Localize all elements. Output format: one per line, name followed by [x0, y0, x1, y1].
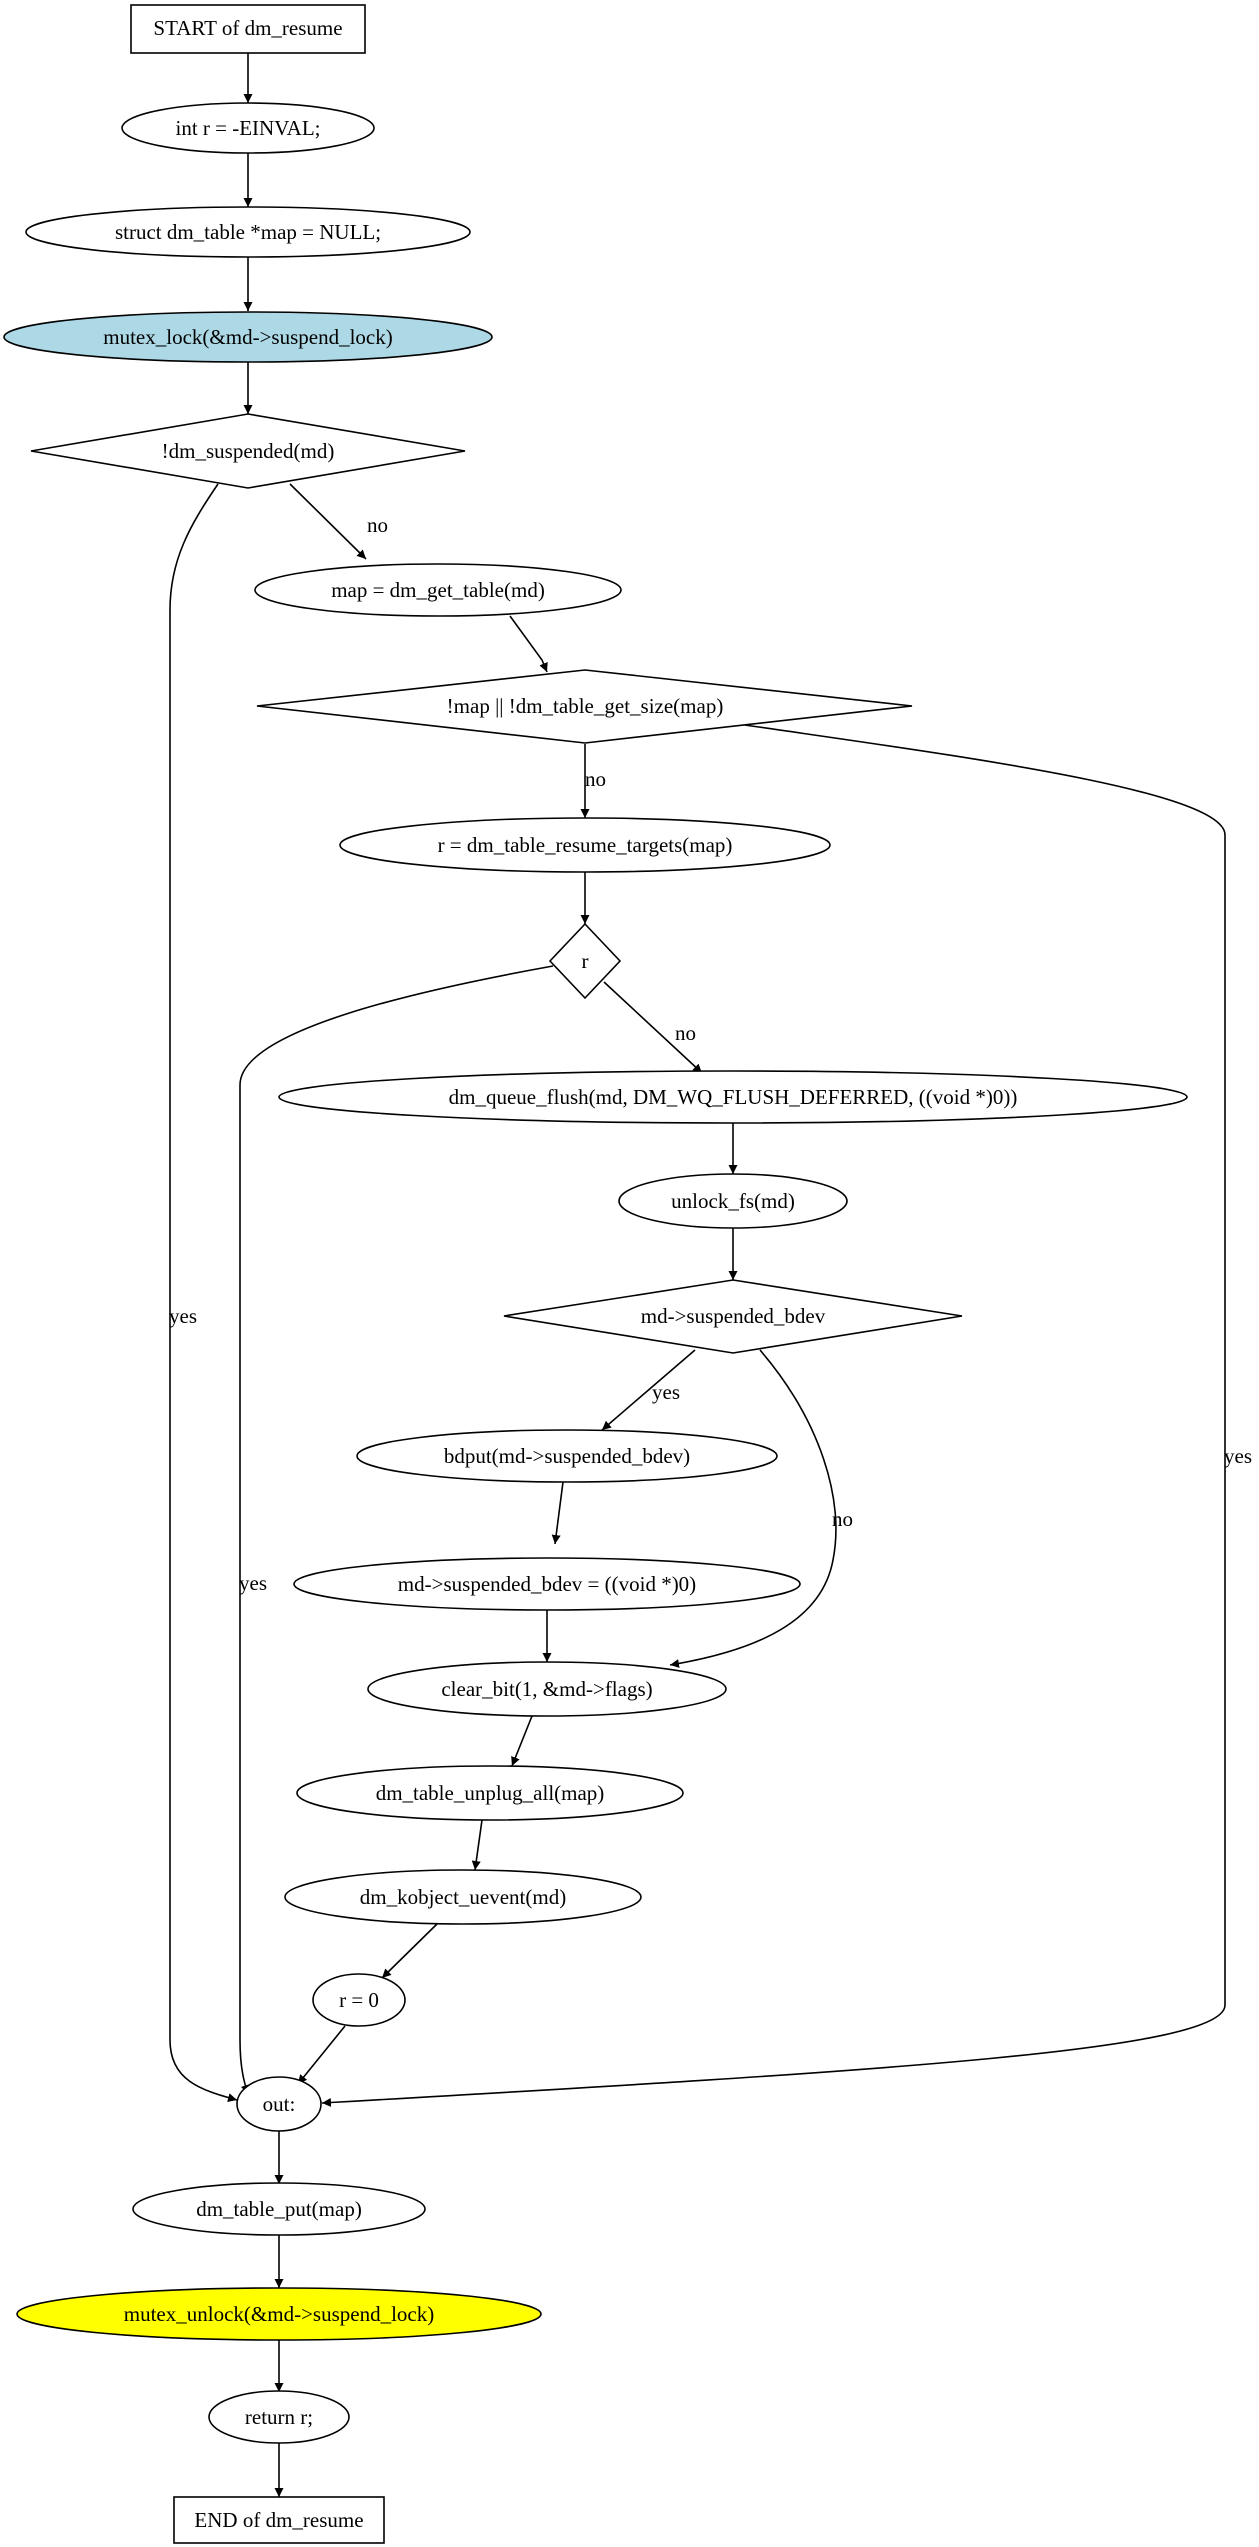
init-map-node: struct dm_table *map = NULL;: [25, 206, 471, 258]
end-label: END of dm_resume: [194, 2508, 363, 2532]
out-label: out:: [263, 2092, 296, 2116]
edge-bdev-yes: [601, 1349, 696, 1431]
return-node: return r;: [208, 2390, 350, 2444]
cond-r-label: r: [582, 949, 589, 973]
edge-suspended-no: [289, 483, 367, 560]
edge-suspended-yes: [169, 483, 238, 2102]
nodes: START of dm_resume int r = -EINVAL; stru…: [3, 4, 1188, 2544]
edge-label-suspended-yes: yes: [169, 1304, 197, 1328]
edge-labels: no yes no yes no yes yes no: [169, 513, 1252, 1595]
unlock-fs-label: unlock_fs(md): [671, 1189, 795, 1213]
unplug-label: dm_table_unplug_all(map): [376, 1781, 605, 1805]
edge-label-r-yes: yes: [239, 1571, 267, 1595]
edge-label-map-yes: yes: [1224, 1444, 1252, 1468]
cond-r-node: r: [548, 922, 622, 1000]
bdev-null-label: md->suspended_bdev = ((void *)0): [398, 1572, 696, 1596]
get-table-node: map = dm_get_table(md): [254, 563, 622, 617]
uevent-label: dm_kobject_uevent(md): [360, 1885, 566, 1909]
resume-targets-label: r = dm_table_resume_targets(map): [438, 833, 733, 857]
edge-label-suspended-no: no: [367, 513, 388, 537]
edges: [169, 53, 1226, 2497]
cond-bdev-label: md->suspended_bdev: [641, 1304, 826, 1328]
queue-flush-label: dm_queue_flush(md, DM_WQ_FLUSH_DEFERRED,…: [449, 1085, 1018, 1109]
mutex-unlock-shape: [16, 2287, 542, 2341]
edge-clear-bit-to-unplug: [511, 1715, 533, 1767]
init-r-label: int r = -EINVAL;: [175, 116, 320, 140]
edge-unplug-to-uevent: [471, 1819, 483, 1871]
bdput-label: bdput(md->suspended_bdev): [444, 1444, 690, 1468]
end-node: END of dm_resume: [173, 2496, 385, 2544]
edge-label-r-no: no: [675, 1021, 696, 1045]
cond-suspended-label: !dm_suspended(md): [162, 439, 335, 463]
r-zero-label: r = 0: [339, 1988, 379, 2012]
unplug-node: dm_table_unplug_all(map): [296, 1765, 684, 1821]
table-put-label: dm_table_put(map): [196, 2197, 362, 2221]
mutex-unlock-node: mutex_unlock(&md->suspend_lock): [16, 2287, 542, 2341]
bdev-null-node: md->suspended_bdev = ((void *)0): [293, 1557, 801, 1611]
clear-bit-node: clear_bit(1, &md->flags): [367, 1661, 727, 1717]
init-r-node: int r = -EINVAL;: [121, 102, 375, 154]
edge-r-no: [603, 981, 703, 1074]
start-node: START of dm_resume: [130, 4, 366, 54]
uevent-node: dm_kobject_uevent(md): [284, 1869, 642, 1925]
edge-bdev-no: [669, 1349, 837, 1668]
cond-map-node: !map || !dm_table_get_size(map): [256, 669, 913, 744]
start-label: START of dm_resume: [153, 16, 342, 40]
edge-r-zero-to-out: [297, 2025, 346, 2085]
edge-bdput-to-bdev-null: [551, 1481, 564, 1545]
unlock-fs-node: unlock_fs(md): [618, 1173, 848, 1229]
out-node: out:: [236, 2076, 322, 2132]
edge-uevent-to-r-zero: [381, 1923, 438, 1979]
edge-map-yes: [321, 724, 1226, 2107]
mutex-lock-label: mutex_lock(&md->suspend_lock): [103, 325, 392, 349]
cond-suspended-node: !dm_suspended(md): [30, 413, 466, 489]
bdput-node: bdput(md->suspended_bdev): [356, 1429, 778, 1483]
edge-r-yes: [239, 965, 554, 2095]
resume-targets-node: r = dm_table_resume_targets(map): [339, 817, 831, 873]
edge-label-bdev-yes: yes: [652, 1380, 680, 1404]
mutex-unlock-label: mutex_unlock(&md->suspend_lock): [124, 2302, 434, 2326]
r-zero-node: r = 0: [312, 1973, 406, 2027]
mutex-lock-node: mutex_lock(&md->suspend_lock): [3, 311, 493, 363]
edge-label-bdev-no: no: [832, 1507, 853, 1531]
clear-bit-label: clear_bit(1, &md->flags): [441, 1677, 652, 1701]
cond-map-label: !map || !dm_table_get_size(map): [447, 694, 724, 718]
edge-label-map-no: no: [585, 767, 606, 791]
return-label: return r;: [245, 2405, 313, 2429]
init-map-label: struct dm_table *map = NULL;: [115, 220, 381, 244]
get-table-label: map = dm_get_table(md): [331, 578, 545, 602]
cond-bdev-node: md->suspended_bdev: [503, 1279, 963, 1354]
table-put-node: dm_table_put(map): [132, 2182, 426, 2236]
mutex-lock-shape: [3, 311, 493, 363]
queue-flush-node: dm_queue_flush(md, DM_WQ_FLUSH_DEFERRED,…: [278, 1070, 1188, 1124]
edge-get-table-to-cond-map: [509, 615, 548, 673]
